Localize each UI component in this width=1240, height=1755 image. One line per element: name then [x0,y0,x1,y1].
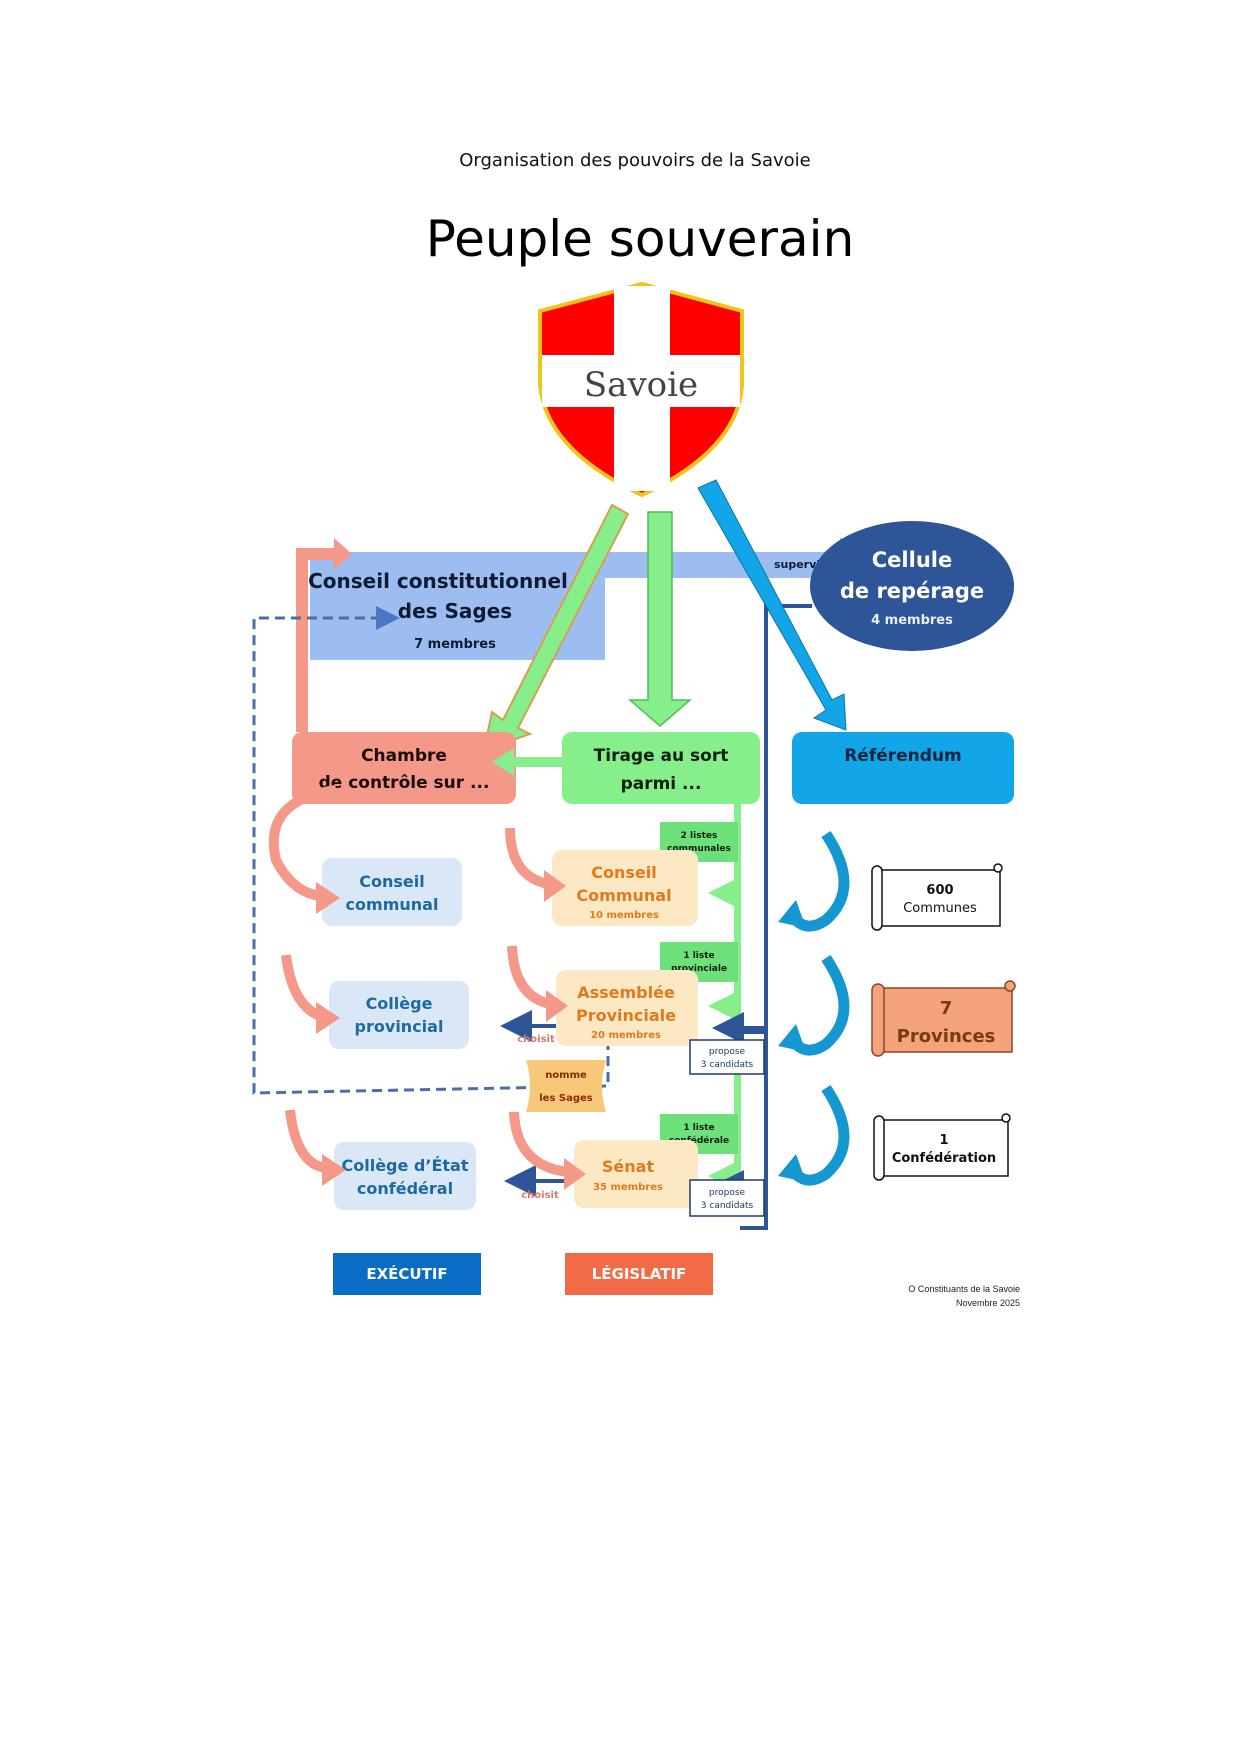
shield-label: Savoie [584,365,698,405]
referendum-label: Référendum [844,746,962,766]
cellule-reperage[interactable] [810,521,1014,651]
proposal-box-provinciale: propose 3 candidats [689,1039,765,1075]
svg-text:2 listes: 2 listes [681,831,718,841]
executive-college-provincial[interactable]: Collège provincial [329,981,469,1049]
peuple-to-referendum-arrow [697,479,847,731]
svg-text:600: 600 [926,883,953,898]
document-title: Peuple souverain [425,210,855,268]
svg-text:les Sages: les Sages [539,1093,593,1104]
scroll-communes: 600 Communes [871,863,1003,931]
control-arrows-legislative [505,827,569,1177]
cellule-title: Cellule [872,548,952,572]
svg-text:3 candidats: 3 candidats [701,1060,754,1070]
svg-text:35 membres: 35 membres [593,1182,663,1193]
svg-text:1 liste: 1 liste [683,951,714,961]
executive-college-etat-confederal[interactable]: Collège d’État confédéral [334,1142,476,1210]
svg-text:Communal: Communal [576,886,671,905]
svg-text:Communes: Communes [903,901,977,916]
svg-text:nomme: nomme [545,1070,587,1081]
choisit-label: choisit [521,1190,559,1201]
svg-text:Collège d’État: Collège d’État [342,1156,469,1175]
conseil-constitutionnel-box[interactable] [310,537,872,660]
executive-conseil-communal[interactable]: Conseil communal [322,858,462,926]
proposal-box-confederale: propose 3 candidats [689,1179,765,1217]
svg-text:confédérale: confédérale [669,1135,729,1146]
choisit-label: choisit [517,1034,555,1045]
svg-text:Provinciale: Provinciale [576,1006,676,1025]
conseil-constitutionnel-subtitle: des Sages [398,599,512,623]
referendum-arrowheads [778,900,806,1182]
svg-text:confédéral: confédéral [357,1179,453,1198]
svg-text:Sénat: Sénat [602,1157,655,1176]
legislative-conseil-communal[interactable]: Conseil Communal 10 membres [552,850,698,926]
svg-text:1: 1 [939,1133,948,1148]
credit-author: O Constituants de la Savoie [908,1284,1020,1294]
svg-text:3 candidats: 3 candidats [701,1201,754,1211]
referendum-curved-arrows [787,830,850,1186]
svg-text:Confédération: Confédération [892,1151,996,1166]
tirage-to-chambre-arrow [492,748,564,776]
nomme-les-sages: nomme les Sages [526,1060,606,1112]
svg-text:Conseil: Conseil [359,872,424,891]
chambre-to-conseil-arrow [296,538,352,732]
credit-date: Novembre 2025 [955,1298,1020,1308]
conseil-constitutionnel-members: 7 membres [414,637,496,652]
svg-text:propose: propose [709,1047,746,1057]
referendum-box[interactable] [792,732,1014,804]
svg-text:communal: communal [346,895,439,914]
svg-text:10 membres: 10 membres [589,910,659,921]
scroll-provinces: 7 Provinces [871,980,1016,1057]
svg-text:Conseil: Conseil [591,863,656,882]
document-subtitle: Organisation des pouvoirs de la Savoie [459,150,811,171]
svg-text:1 liste: 1 liste [683,1123,714,1133]
control-arrowheads-executive [316,882,346,1186]
cellule-subtitle: de repérage [840,579,984,603]
control-arrowheads-legislative [544,870,586,1190]
list-label-provinciale: 1 liste provinciale [660,942,738,982]
svg-text:LÉGISLATIF: LÉGISLATIF [592,1264,687,1283]
chambre-subtitle: de contrôle sur ... [319,773,490,793]
svg-text:provincial: provincial [355,1017,444,1036]
svg-text:communales: communales [667,844,731,854]
svg-text:provinciale: provinciale [671,964,727,974]
savoie-shield-icon: Savoie [538,281,744,498]
chambre-title: Chambre [361,746,447,766]
svg-text:EXÉCUTIF: EXÉCUTIF [366,1264,447,1283]
legend-executif: EXÉCUTIF [333,1253,481,1295]
chambre-de-controle[interactable] [292,732,516,804]
peuple-to-tirage-arrow [627,511,693,727]
cellule-members: 4 membres [871,613,953,628]
scroll-confederation: 1 Confédération [873,1113,1011,1181]
tirage-au-sort[interactable] [562,732,760,804]
legislative-assemblee-provinciale[interactable]: Assemblée Provinciale 20 membres [556,970,698,1046]
legislative-senat[interactable]: Sénat 35 membres [574,1140,698,1208]
svg-text:Collège: Collège [366,994,433,1013]
nomme-dashed-line [252,606,610,1095]
svg-text:20 membres: 20 membres [591,1030,661,1041]
control-arrows-executive [268,785,337,1173]
conseil-constitutionnel-title: Conseil constitutionnel [308,569,568,593]
cellule-proposal-line [740,604,812,1230]
tirage-title: Tirage au sort [594,746,729,766]
svg-text:Provinces: Provinces [897,1026,996,1047]
svg-text:Assemblée: Assemblée [577,983,675,1002]
legend-legislatif: LÉGISLATIF [565,1253,713,1295]
tirage-subtitle: parmi ... [621,774,702,794]
svg-text:7: 7 [940,998,953,1019]
svg-text:propose: propose [709,1188,746,1198]
